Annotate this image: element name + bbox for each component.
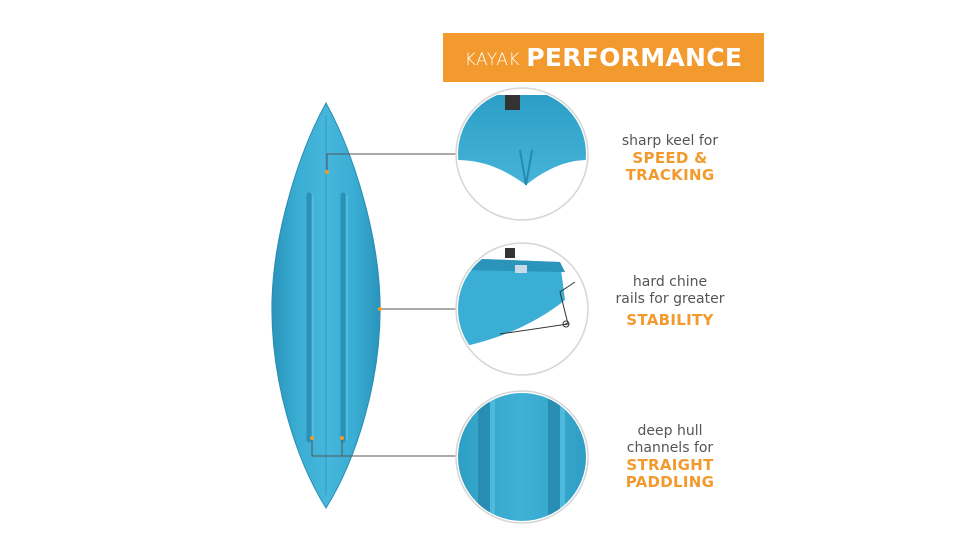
feature-chine-description-2: rails for greater bbox=[615, 291, 725, 307]
kayak-hull bbox=[271, 101, 381, 509]
header-prefix: KAYAK bbox=[464, 49, 521, 70]
channels-inset bbox=[455, 390, 589, 524]
keel-inset bbox=[455, 87, 589, 221]
feature-chine-highlight: STABILITY bbox=[626, 311, 714, 329]
feature-channels-description-1: deep hull bbox=[637, 423, 703, 439]
marker-dots bbox=[310, 170, 382, 440]
header-title: PERFORMANCE bbox=[526, 43, 743, 72]
header-banner: KAYAK PERFORMANCE bbox=[443, 33, 764, 82]
feature-keel: sharp keel for SPEED & TRACKING bbox=[600, 133, 740, 184]
feature-chine: hard chine rails for greater STABILITY bbox=[600, 274, 740, 329]
feature-keel-highlight-1: SPEED & bbox=[632, 149, 708, 167]
feature-keel-highlight-2: TRACKING bbox=[625, 166, 715, 184]
feature-channels-highlight-2: PADDLING bbox=[625, 473, 715, 491]
feature-channels-description-2: channels for bbox=[626, 440, 714, 456]
feature-keel-description: sharp keel for bbox=[621, 133, 719, 149]
feature-channels: deep hull channels for STRAIGHT PADDLING bbox=[600, 423, 740, 491]
leader-lines bbox=[311, 153, 458, 457]
feature-chine-description-1: hard chine bbox=[632, 274, 708, 290]
chine-inset bbox=[455, 242, 589, 376]
feature-channels-highlight-1: STRAIGHT bbox=[626, 456, 714, 474]
